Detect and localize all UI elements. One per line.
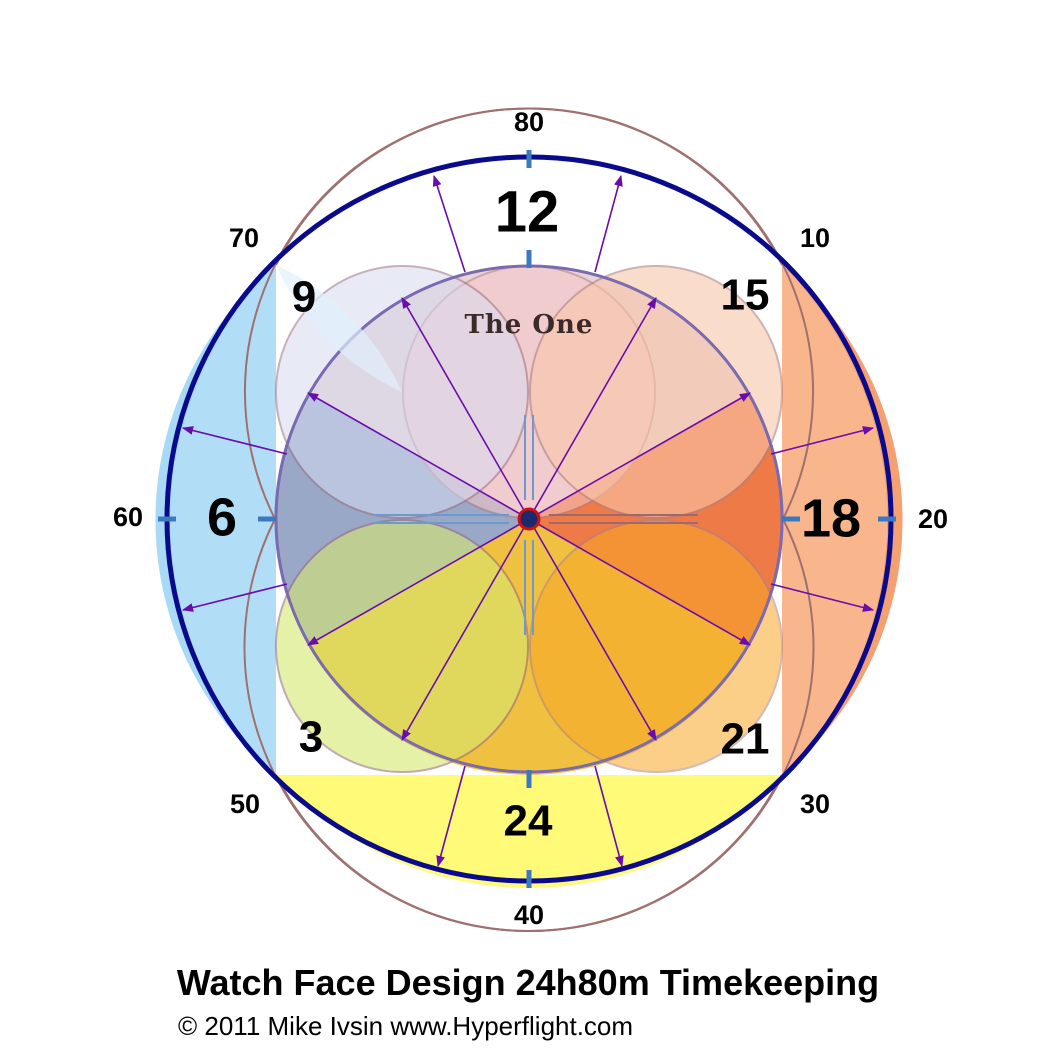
diagram-title: Watch Face Design 24h80m Timekeeping <box>176 962 880 1003</box>
radial-arrow <box>432 174 466 273</box>
radial-arrow <box>528 392 751 520</box>
radial-arrow <box>528 297 657 520</box>
petal-right <box>529 265 783 519</box>
radial-arrow <box>401 518 530 741</box>
radial-arrow <box>770 583 875 612</box>
minute-label-60: 60 <box>113 502 143 532</box>
petal-bottom-left <box>275 519 529 773</box>
minute-label-30: 30 <box>800 789 830 819</box>
copyright-credit: © 2011 Mike Ivsin www.Hyperflight.com <box>178 1011 634 1041</box>
radial-arrow <box>594 765 624 868</box>
hour-label-18: 18 <box>801 488 861 548</box>
radial-arrow <box>594 174 623 273</box>
bottom-quadrant-fill <box>276 775 782 881</box>
petal-bottom-right <box>529 519 783 773</box>
minute-label-80: 80 <box>514 107 544 137</box>
minute-label-40: 40 <box>514 900 544 930</box>
center-hub <box>517 507 541 531</box>
left-quadrant-fill <box>170 265 276 775</box>
radial-arrow <box>401 297 530 520</box>
crescent-9 <box>276 265 402 392</box>
crosshair <box>374 415 698 635</box>
minute-label-70: 70 <box>229 223 259 253</box>
tick-marks <box>158 150 896 888</box>
radial-arrow <box>307 518 530 646</box>
radial-arrow <box>528 518 657 741</box>
radial-arrow <box>436 765 466 868</box>
minute-label-20: 20 <box>918 504 948 534</box>
hour-label-21: 21 <box>721 715 770 764</box>
orange-band <box>782 265 903 775</box>
hour-label-15: 15 <box>721 271 770 320</box>
lobe-right <box>244 107 783 520</box>
center-label: The One <box>465 310 594 340</box>
minute-label-10: 10 <box>800 223 830 253</box>
right-quadrant-fill <box>782 265 888 775</box>
radial-arrow <box>181 426 288 455</box>
radial-arrow <box>307 392 530 520</box>
hour-label-6: 6 <box>207 487 237 547</box>
radial-arrow <box>528 518 751 646</box>
lobe-bottom-right <box>243 518 783 932</box>
hour-label-9: 9 <box>292 273 316 322</box>
arrow-group <box>181 174 875 868</box>
hour-label-12: 12 <box>495 179 560 244</box>
minute-label-50: 50 <box>230 789 260 819</box>
hour-label-24: 24 <box>504 797 553 846</box>
hour-label-3: 3 <box>299 713 323 762</box>
blue-band <box>155 265 276 775</box>
radial-arrow <box>770 426 875 455</box>
radial-arrow <box>181 583 288 612</box>
